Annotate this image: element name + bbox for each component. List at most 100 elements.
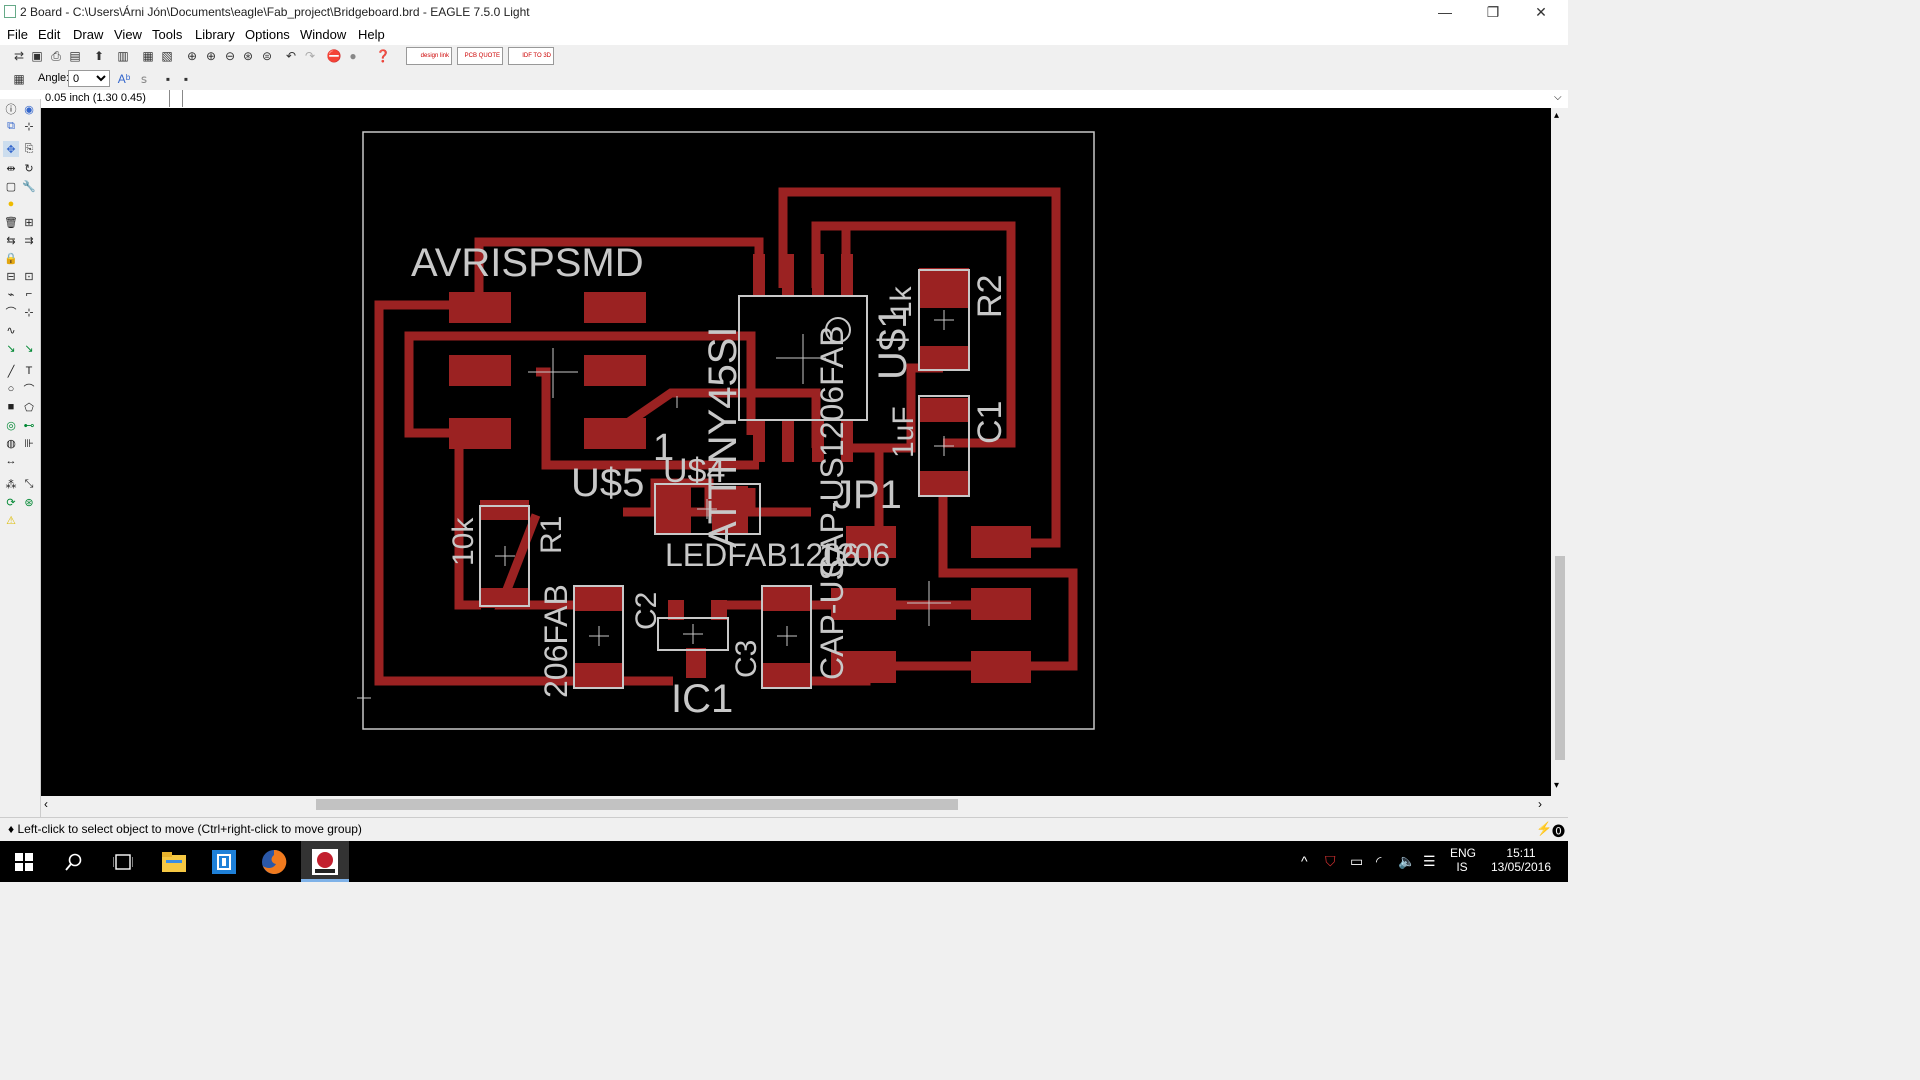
info-icon[interactable]: ⓘ xyxy=(5,104,17,116)
split-icon[interactable]: ⌁ xyxy=(7,288,15,301)
menu-options[interactable]: Options xyxy=(245,27,290,42)
name-icon[interactable]: ⇉ xyxy=(24,234,34,247)
vertical-scrollbar[interactable]: ▴ ▾ xyxy=(1551,108,1568,796)
menu-window[interactable]: Window xyxy=(300,27,347,42)
via-icon[interactable]: ◎ xyxy=(6,419,16,432)
store-icon[interactable] xyxy=(200,841,248,882)
circle-icon[interactable]: ○ xyxy=(7,383,15,395)
menu-help[interactable]: Help xyxy=(358,27,385,42)
open-icon[interactable]: ⇄ xyxy=(13,49,25,63)
dimension-icon[interactable]: ↔ xyxy=(5,455,17,467)
menu-file[interactable]: File xyxy=(7,27,28,42)
rect-icon[interactable]: ■ xyxy=(7,401,15,413)
mirror-text-icon[interactable]: Aᵇ xyxy=(117,72,131,86)
menu-view[interactable]: View xyxy=(114,27,142,42)
show-icon[interactable]: ◉ xyxy=(24,103,34,116)
eagle-icon[interactable] xyxy=(301,841,349,882)
mark-icon[interactable]: ⊹ xyxy=(24,120,34,133)
layer-icon[interactable]: ▪ xyxy=(165,72,171,86)
meander-icon[interactable]: ⊹ xyxy=(24,306,34,319)
schematic-icon[interactable]: ▦ xyxy=(142,49,154,63)
attribute-icon[interactable]: ⊪ xyxy=(24,437,34,450)
script-icon[interactable]: ⬆ xyxy=(93,49,105,63)
zoom-redraw-icon[interactable]: ⊛ xyxy=(242,49,254,63)
design-link-button[interactable]: design link xyxy=(406,47,452,65)
display-icon[interactable]: ⧉ xyxy=(7,119,15,132)
grid-icon[interactable]: ▦ xyxy=(13,72,25,86)
horizontal-scroll-thumb[interactable] xyxy=(316,799,958,810)
language-indicator[interactable]: ENG IS xyxy=(1450,846,1476,874)
file-explorer-icon[interactable] xyxy=(150,841,198,882)
hole-icon[interactable]: ◍ xyxy=(6,437,16,450)
menu-edit[interactable]: Edit xyxy=(38,27,61,42)
pcb-layout[interactable]: AVRISPSMD U$5 U$4 1 ATTINY45SI U$1 1k R2… xyxy=(41,108,1551,796)
redo-icon[interactable]: ↷ xyxy=(304,49,316,63)
text-icon[interactable]: T xyxy=(25,365,33,377)
zoom-out-icon[interactable]: ⊖ xyxy=(224,49,236,63)
errors-icon[interactable]: ⚠ xyxy=(6,514,16,527)
ripup-icon[interactable]: ↘ xyxy=(24,342,34,355)
angle-select[interactable]: 0 xyxy=(68,70,110,87)
scroll-right-icon[interactable]: › xyxy=(1538,797,1542,811)
add-icon[interactable]: ⊞ xyxy=(24,216,34,229)
zoom-select-icon[interactable]: ⊜ xyxy=(261,49,273,63)
layer-alt-icon[interactable]: ▪ xyxy=(183,72,189,86)
restore-button[interactable]: ❐ xyxy=(1486,3,1500,20)
erc-icon[interactable]: ⟳ xyxy=(6,496,16,509)
stop-status-icon[interactable]: ⓿ xyxy=(1552,824,1566,839)
miter-icon[interactable]: ⌐ xyxy=(25,288,33,300)
copy-icon[interactable]: ⎘ xyxy=(24,142,34,155)
print-icon[interactable]: ⎙ xyxy=(51,48,61,63)
arc-icon[interactable]: ⌒ xyxy=(23,384,35,396)
wire-icon[interactable]: ╱ xyxy=(7,365,15,378)
help-icon[interactable]: ❓ xyxy=(375,49,391,63)
save-icon[interactable]: ▣ xyxy=(31,49,43,63)
signal-icon[interactable]: ⊷ xyxy=(23,419,35,432)
menu-tools[interactable]: Tools xyxy=(152,27,183,42)
minimize-button[interactable]: — xyxy=(1438,4,1452,20)
board-canvas[interactable]: AVRISPSMD U$5 U$4 1 ATTINY45SI U$1 1k R2… xyxy=(41,108,1551,796)
move-icon[interactable]: ✥ xyxy=(3,141,19,157)
wave-icon[interactable]: ∿ xyxy=(6,324,16,337)
search-icon[interactable] xyxy=(50,841,98,882)
action-center-icon[interactable]: ☰ xyxy=(1423,853,1436,869)
menu-library[interactable]: Library xyxy=(195,27,235,42)
vertical-scroll-thumb[interactable] xyxy=(1555,556,1565,760)
horizontal-scrollbar[interactable]: ‹ › xyxy=(41,796,1551,813)
rotate-icon[interactable]: ↻ xyxy=(24,162,34,175)
scroll-left-icon[interactable]: ‹ xyxy=(44,797,48,811)
pcb-quote-button[interactable]: PCB QUOTE xyxy=(457,47,503,65)
go-icon[interactable]: ● xyxy=(349,49,357,63)
group-icon[interactable]: ▢ xyxy=(5,180,17,193)
replace-icon[interactable]: ⇆ xyxy=(6,234,16,247)
firefox-icon[interactable] xyxy=(250,841,298,882)
route-icon[interactable]: ↘ xyxy=(6,342,16,355)
volume-icon[interactable]: 🔈 xyxy=(1398,853,1416,869)
clock[interactable]: 15:11 13/05/2016 xyxy=(1486,846,1556,874)
antivirus-icon[interactable]: ⛉ xyxy=(1325,853,1336,869)
smash-icon[interactable]: ⊟ xyxy=(6,270,16,283)
change-icon[interactable]: 🔧 xyxy=(22,180,36,193)
autorouter-icon[interactable]: ⤡ xyxy=(24,477,34,490)
idf-3d-button[interactable]: IDF TO 3D xyxy=(508,47,554,65)
scroll-up-icon[interactable]: ▴ xyxy=(1554,110,1560,121)
zoom-in-icon[interactable]: ⊕ xyxy=(205,49,217,63)
cam-icon[interactable]: ▤ xyxy=(69,49,81,63)
close-button[interactable]: ✕ xyxy=(1535,3,1547,20)
chevron-up-icon[interactable]: ^ xyxy=(1301,853,1308,869)
spin-text-icon[interactable]: ꜱ xyxy=(140,72,148,86)
battery-icon[interactable]: ▭ xyxy=(1350,853,1364,869)
lock-icon[interactable]: 🔒 xyxy=(4,252,18,265)
task-view-icon[interactable] xyxy=(99,841,147,882)
undo-icon[interactable]: ↶ xyxy=(285,49,297,63)
optimize-icon[interactable]: ⌒ xyxy=(5,307,17,319)
delete-icon[interactable]: 🗑 xyxy=(4,216,18,229)
menu-draw[interactable]: Draw xyxy=(73,27,104,42)
mirror-icon[interactable]: ⇹ xyxy=(6,162,16,175)
stop-icon[interactable]: ⛔ xyxy=(326,49,342,63)
polygon-icon[interactable]: ⬠ xyxy=(24,401,34,414)
ulp-icon[interactable]: ▥ xyxy=(117,49,129,63)
wifi-icon[interactable]: ◜ xyxy=(1376,853,1382,869)
board-icon[interactable]: ▧ xyxy=(161,49,173,63)
scroll-down-icon[interactable]: ▾ xyxy=(1554,780,1560,791)
